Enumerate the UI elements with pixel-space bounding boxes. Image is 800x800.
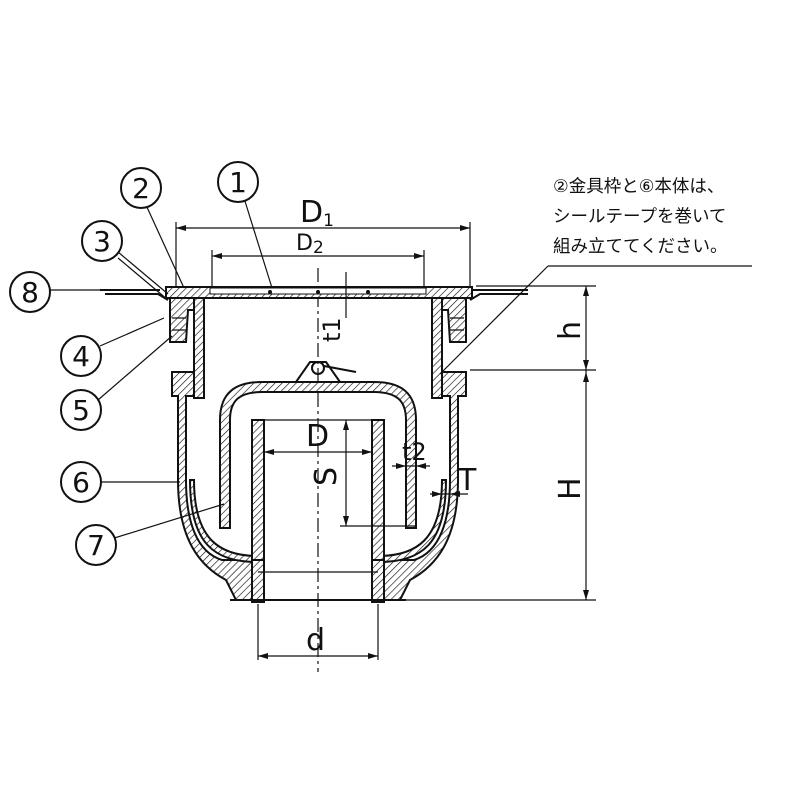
dim-label-d: d <box>306 623 325 658</box>
callout-2: 2 <box>120 167 162 209</box>
svg-text:6: 6 <box>72 466 90 499</box>
svg-text:1: 1 <box>229 166 247 199</box>
stand-pipe <box>251 419 385 561</box>
svg-text:5: 5 <box>72 394 90 427</box>
dim-label-T: T <box>457 463 477 498</box>
svg-text:7: 7 <box>87 529 105 562</box>
dim-label-H: H <box>553 477 588 500</box>
dim-label-S: S <box>309 467 344 486</box>
dim-label-D1: D1 <box>300 195 334 231</box>
body <box>171 371 467 603</box>
callout-5: 5 <box>60 389 102 431</box>
callout-7: 7 <box>75 524 117 566</box>
note-line-2: シールテープを巻いて <box>553 207 727 227</box>
callout-3: 3 <box>81 220 123 262</box>
note-line-1: ②金具枠と⑥本体は、 <box>553 177 725 197</box>
dim-label-t2: t2 <box>402 438 427 466</box>
svg-text:8: 8 <box>21 276 39 309</box>
callout-1: 1 <box>217 161 259 203</box>
dim-label-t1: t1 <box>318 317 346 342</box>
dim-label-D: D <box>306 419 329 454</box>
callout-leaders <box>48 197 273 541</box>
svg-text:4: 4 <box>72 340 90 373</box>
assembly-note: ②金具枠と⑥本体は、 シールテープを巻いて 組み立ててください。 <box>553 172 793 262</box>
svg-text:3: 3 <box>93 225 111 258</box>
floor-sheet <box>100 289 528 301</box>
note-line-3: 組み立ててください。 <box>553 237 728 257</box>
metal-frame <box>169 297 467 399</box>
grating-cover <box>165 286 473 299</box>
callout-6: 6 <box>60 461 102 503</box>
dimension-lines <box>175 222 752 660</box>
dim-label-h: h <box>553 321 588 340</box>
svg-text:2: 2 <box>132 172 150 205</box>
callout-8: 8 <box>9 271 51 313</box>
dim-label-D2: D2 <box>296 231 324 258</box>
bell-trap <box>219 361 417 529</box>
callout-4: 4 <box>60 335 102 377</box>
